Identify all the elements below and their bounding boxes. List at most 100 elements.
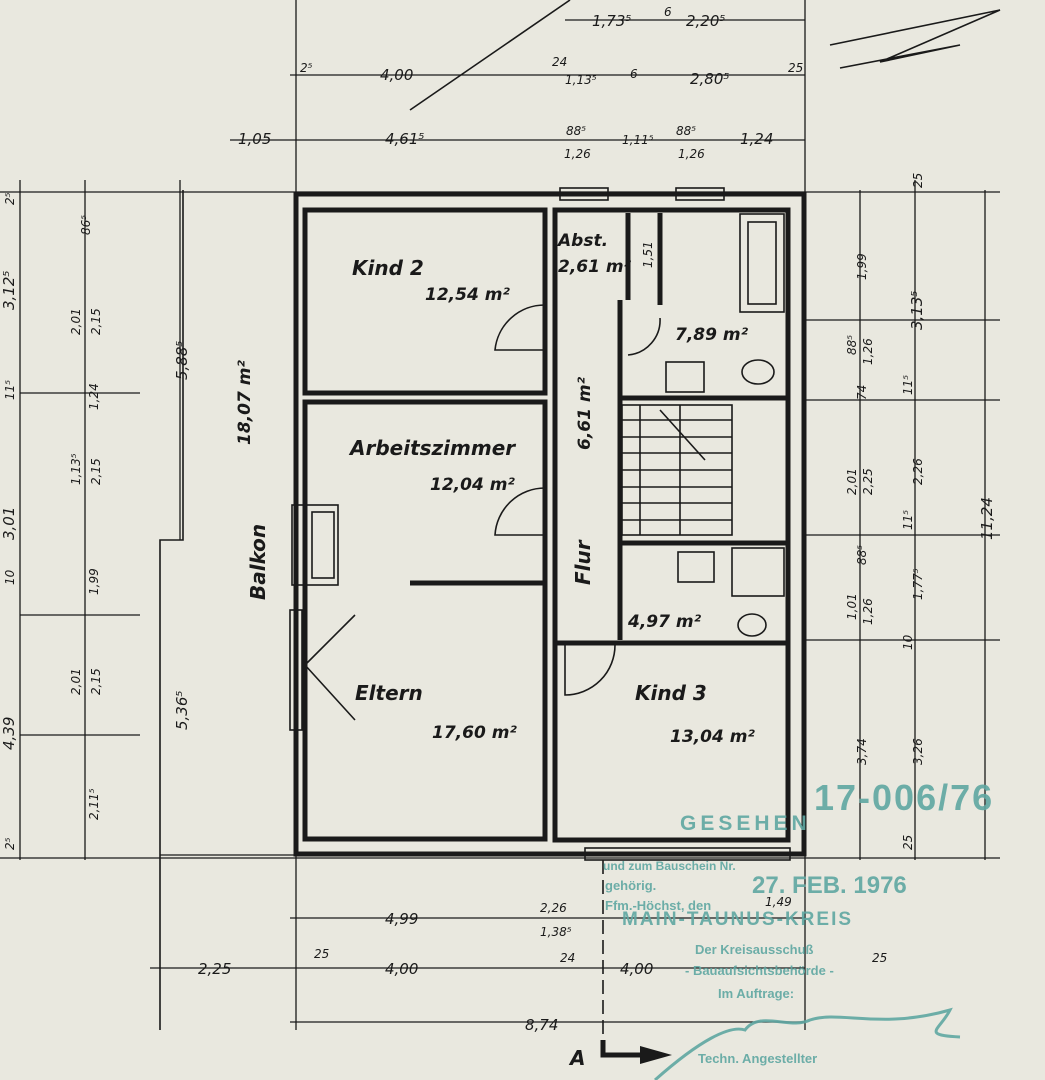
dim-label: 10: [3, 569, 17, 585]
dim-label: 3,12⁵: [0, 271, 18, 310]
room-area-kind2: 12,54 m²: [425, 285, 510, 305]
dim-label: 3,74: [855, 738, 869, 765]
dim-label: 88⁵: [845, 335, 859, 355]
dim-label: 3,26: [911, 738, 925, 765]
dim-label: 2,26: [540, 901, 567, 915]
dim-label: 4,00: [620, 960, 653, 978]
stamp-text: gehörig.: [605, 878, 656, 893]
dim-label: 2⁵: [3, 192, 17, 205]
dim-label: 3,01: [0, 507, 18, 540]
top-dimensions: 1,73⁵ 6 2,20⁵ 2⁵ 4,00 24 1,13⁵ 6 2,80⁵ 2…: [238, 5, 803, 161]
room-area-arbeitszimmer: 12,04 m²: [430, 475, 515, 495]
stamp-number: 17-006/76: [814, 777, 994, 818]
dim-label: 1,26: [564, 147, 591, 161]
fixtures: [311, 213, 785, 637]
left-dimensions: 2⁵ 3,12⁵ 11⁵ 3,01 10 4,39 2⁵ 86⁵ 2,01 2,…: [0, 192, 191, 850]
dim-label: 25: [314, 947, 329, 961]
dim-label: 25: [872, 951, 887, 965]
signature: [654, 1007, 961, 1080]
dim-label: 25: [911, 173, 925, 188]
room-area-eltern: 17,60 m²: [432, 723, 517, 743]
dim-label: 2,15: [89, 458, 103, 485]
dim-label: 4,39: [0, 717, 18, 750]
dim-label: 6: [630, 67, 638, 81]
dim-abst: 1,51: [641, 241, 655, 268]
stamp-gesehen: GESEHEN: [680, 812, 811, 835]
dim-label: 25: [788, 61, 803, 75]
dim-label: 1,24: [87, 383, 101, 410]
stamp-text: Techn. Angestellter: [698, 1051, 817, 1066]
room-area-wc: 4,97 m²: [627, 612, 702, 632]
dim-label: 1,26: [678, 147, 705, 161]
dim-label: 4,61⁵: [385, 130, 424, 148]
dim-label: 6: [664, 5, 672, 19]
stamp-text: Der Kreisausschuß: [695, 942, 814, 957]
dim-label: 2,01: [69, 308, 83, 335]
room-name-flur: Flur: [571, 539, 595, 585]
dim-label: 2,01: [845, 468, 859, 495]
dim-label: 1,24: [740, 130, 773, 148]
stamp-text: und zum Bauschein Nr.: [603, 859, 736, 873]
dim-label: 2,15: [89, 668, 103, 695]
dim-label: 25: [901, 835, 915, 850]
dim-label: 4,00: [380, 66, 413, 84]
dim-label: 3,13⁵: [908, 291, 926, 330]
room-name-kind3: Kind 3: [635, 681, 707, 705]
dim-label: 4,99: [385, 910, 418, 928]
dim-label: 5,88⁵: [173, 341, 191, 380]
room-name-abst: Abst.: [556, 231, 608, 251]
dim-label: 2,01: [69, 668, 83, 695]
dimension-lines: [0, 0, 1000, 1030]
room-name-arbeitszimmer: Arbeitszimmer: [348, 436, 516, 460]
dim-label: 1,01: [845, 593, 859, 620]
section-arrow-icon: [600, 1040, 650, 1058]
balkon-outline: [159, 190, 184, 1030]
dim-label: 1,99: [87, 568, 101, 595]
diagonal-line: [409, 0, 571, 111]
dim-label: 8,74: [525, 1016, 558, 1034]
walls: [293, 191, 807, 857]
stamp-date: 27. FEB. 1976: [752, 872, 907, 899]
room-area-balkon: 18,07 m²: [235, 360, 255, 445]
dim-label: 1,77⁵: [911, 568, 925, 600]
stamp-text: Ffm.-Höchst, den: [605, 898, 711, 913]
dim-label: 1,13⁵: [69, 453, 83, 485]
dim-label: 88⁵: [676, 124, 696, 138]
section-marker-label: A: [568, 1046, 585, 1070]
section-arrowhead-icon: [640, 1046, 672, 1064]
room-area-bad: 7,89 m²: [675, 325, 749, 345]
dim-label: 2,25: [861, 468, 875, 495]
dim-label: 1,05: [238, 130, 271, 148]
dim-label: 88⁵: [566, 124, 586, 138]
dim-label: 1,26: [861, 338, 875, 365]
dim-label: 1,73⁵: [592, 12, 631, 30]
dim-label: 2⁵: [3, 837, 17, 850]
dim-label: 2,26: [911, 458, 925, 485]
staircase: [621, 404, 733, 536]
dim-label: 1,99: [855, 253, 869, 280]
dim-label: 1,38⁵: [540, 925, 572, 939]
north-arrow-icon: [829, 9, 1001, 69]
room-area-flur: 6,61 m²: [575, 376, 595, 450]
room-area-abst: 2,61 m²: [558, 257, 632, 277]
dim-label: 88⁵: [855, 545, 869, 565]
bottom-dimensions: 4,99 2,26 1,38⁵ 1,49 2,25 25 4,00 24 4,0…: [198, 895, 887, 1070]
dim-label: 5,36⁵: [173, 691, 191, 730]
dim-label: 24: [552, 55, 567, 69]
dim-label: 2,25: [198, 960, 231, 978]
room-name-balkon: Balkon: [246, 524, 270, 600]
dim-label: 11,24: [978, 497, 996, 540]
dim-label: 2⁵: [300, 61, 313, 75]
dim-label: 74: [855, 385, 869, 400]
dim-label: 1,13⁵: [565, 73, 597, 87]
stamp-text: Im Auftrage:: [718, 986, 794, 1001]
dim-label: 24: [560, 951, 575, 965]
dim-label: 1,26: [861, 598, 875, 625]
dim-label: 1,11⁵: [622, 133, 654, 147]
dim-label: 2,80⁵: [690, 70, 729, 88]
dim-label: 2,20⁵: [686, 12, 725, 30]
dim-label: 2,15: [89, 308, 103, 335]
windows: [289, 187, 791, 861]
dim-label: 11⁵: [901, 375, 915, 395]
dim-label: 2,11⁵: [87, 788, 101, 820]
